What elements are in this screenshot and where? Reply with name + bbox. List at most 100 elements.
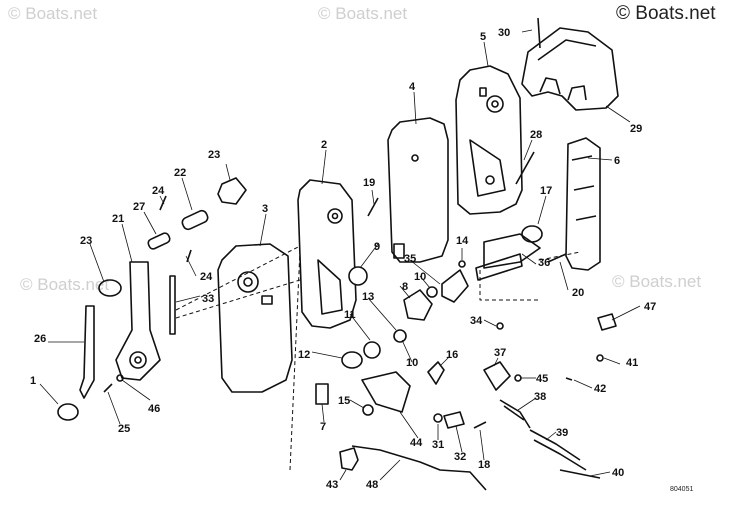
watermark-mid-left: © Boats.net	[20, 275, 110, 294]
callout-6: 6	[614, 155, 620, 167]
callout-22: 22	[174, 167, 186, 179]
part-pin-24-upper	[159, 195, 167, 211]
callout-21: 21	[112, 213, 124, 225]
part-plate-6	[565, 137, 601, 271]
part-washer-46	[116, 374, 124, 382]
watermark-mid-right: © Boats.net	[612, 272, 702, 291]
callout-46: 46	[148, 403, 160, 415]
callout-7: 7	[320, 421, 326, 433]
part-cover-29	[521, 27, 619, 111]
watermark-top-right: © Boats.net	[616, 3, 716, 24]
part-wire-40	[559, 469, 601, 479]
part-screw-20	[547, 253, 567, 263]
callout-11: 11	[344, 309, 356, 321]
watermark-top-left: © Boats.net	[8, 4, 98, 23]
part-knob-23-lower	[98, 279, 122, 297]
part-harness-39	[529, 429, 587, 471]
callout-47: 47	[644, 301, 656, 313]
callout-10-upper: 10	[414, 271, 426, 283]
callout-29: 29	[630, 123, 642, 135]
part-washer-11	[363, 341, 381, 359]
part-clip-32	[443, 411, 465, 429]
part-screw-28	[515, 151, 535, 185]
part-plate-35	[441, 269, 469, 303]
callout-4: 4	[409, 81, 416, 93]
callout-20: 20	[572, 287, 584, 299]
callout-27: 27	[133, 201, 145, 213]
callout-9: 9	[374, 241, 380, 253]
callout-43: 43	[326, 479, 338, 491]
part-pin-31	[433, 413, 443, 423]
callout-24-upper: 24	[152, 185, 165, 197]
part-housing-5	[455, 65, 523, 215]
callout-33: 33	[202, 293, 214, 305]
callout-13: 13	[362, 291, 374, 303]
callout-24-lower: 24	[200, 271, 213, 283]
part-handle-21	[115, 261, 161, 381]
callout-23-lower: 23	[80, 235, 92, 247]
callout-32: 32	[454, 451, 466, 463]
part-housing-3	[217, 243, 293, 393]
callout-3: 3	[262, 203, 268, 215]
part-link-16	[427, 361, 445, 385]
part-washer-10a	[426, 286, 438, 298]
part-fitting-43	[339, 447, 359, 471]
callout-40: 40	[612, 467, 624, 479]
part-knob-23-upper	[217, 177, 247, 205]
part-screw-41	[596, 354, 604, 362]
part-grip-27	[147, 232, 171, 250]
callout-36: 36	[538, 257, 550, 269]
part-clip-47	[597, 313, 617, 331]
callout-19: 19	[363, 177, 375, 189]
callout-15: 15	[338, 395, 350, 407]
part-washer-15	[362, 404, 374, 416]
callout-35: 35	[404, 253, 416, 265]
watermark-top-center: © Boats.net	[318, 4, 408, 23]
part-lever-44	[361, 371, 411, 413]
callout-23-upper: 23	[208, 149, 220, 161]
part-screw-18	[473, 421, 487, 429]
leader-lines	[39, 29, 641, 481]
callout-10-lower: 10	[406, 357, 418, 369]
callout-31: 31	[432, 439, 444, 451]
part-link-36b	[475, 253, 523, 281]
callout-37: 37	[494, 347, 506, 359]
callout-41: 41	[626, 357, 638, 369]
callout-5: 5	[480, 31, 486, 43]
callout-38: 38	[534, 391, 546, 403]
part-bracket-36	[483, 233, 541, 269]
part-pin-42	[565, 377, 573, 381]
callout-48: 48	[366, 479, 378, 491]
callout-14: 14	[456, 235, 469, 247]
callout-2: 2	[321, 139, 327, 151]
part-nut-34	[496, 322, 504, 330]
part-rod-33	[169, 275, 176, 335]
drawing-code: 804051	[670, 486, 694, 493]
part-cable-48	[351, 445, 487, 491]
callout-17: 17	[540, 185, 552, 197]
part-gear-8	[403, 289, 433, 321]
part-housing-2	[297, 179, 357, 329]
part-washer-10b	[393, 329, 407, 343]
part-spring-7	[315, 383, 329, 405]
part-cam-9	[348, 266, 368, 286]
part-screw-30	[537, 17, 541, 49]
part-screw-19	[367, 197, 379, 217]
callout-18: 18	[478, 459, 490, 471]
part-nut-14	[458, 260, 466, 268]
part-housing-4	[387, 117, 449, 263]
callout-12: 12	[298, 349, 310, 361]
callout-labels: 30 5 29 4 28 6 17 2 19 3 23 22 24 27 21 …	[30, 27, 656, 491]
callout-16: 16	[446, 349, 458, 361]
part-bushing-17	[521, 225, 543, 243]
callout-45: 45	[536, 373, 548, 385]
callout-39: 39	[556, 427, 568, 439]
part-wire-38	[499, 399, 531, 429]
part-pin-24-lower	[186, 249, 192, 263]
part-ring-1	[57, 403, 79, 421]
part-bushing-12	[341, 351, 363, 369]
callout-30: 30	[498, 27, 510, 39]
part-screw-25	[103, 383, 113, 393]
